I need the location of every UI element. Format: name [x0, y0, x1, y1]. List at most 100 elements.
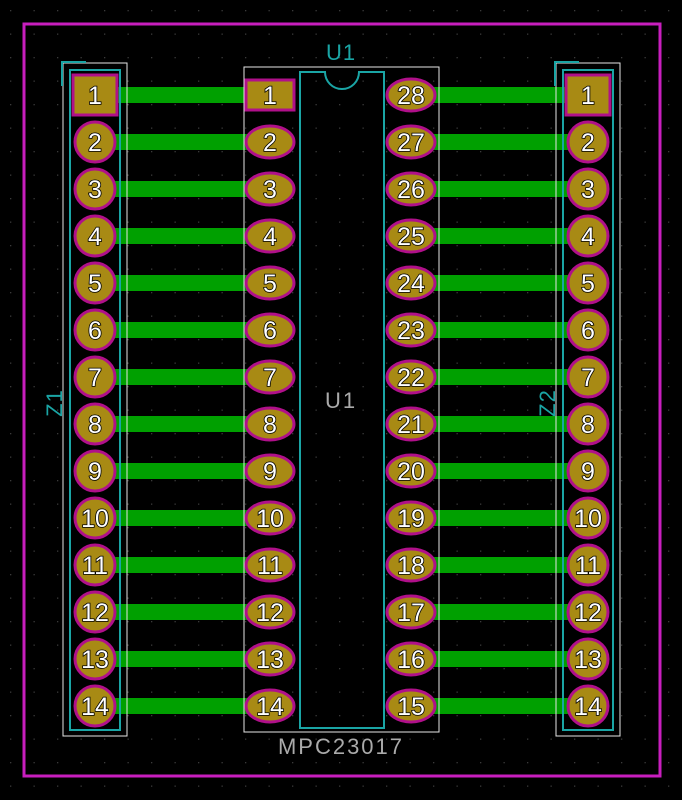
z1-pad-12: 12 [73, 590, 117, 634]
z2-pad-9-shape [566, 449, 610, 493]
u1-pad-25-number: 25 [397, 223, 425, 251]
z2-pad-4-number: 4 [581, 223, 595, 251]
z2-pad-14: 14 [566, 684, 610, 728]
z1-reference: Z1 [42, 389, 67, 417]
z2-pad-3: 3 [566, 167, 610, 211]
u1-pad-16: 16 [385, 641, 437, 677]
u1-pad-24: 24 [385, 265, 437, 301]
u1-pad-23-shape [385, 312, 437, 348]
u1-pad-28-number: 28 [397, 82, 425, 110]
z1-pad-6-number: 6 [88, 317, 102, 345]
z2-pad-10: 10 [566, 496, 610, 540]
u1-pad-4-number: 4 [263, 223, 277, 251]
z1-pad-8: 8 [73, 402, 117, 446]
u1-pad-14-shape [244, 688, 296, 724]
z2-pad-2-shape [566, 120, 610, 164]
u1-pad-1: 1 [244, 78, 296, 112]
z2-pad-8-number: 8 [581, 411, 595, 439]
z2-pad-11-shape [566, 543, 610, 587]
z1-pad-7-number: 7 [88, 364, 102, 392]
u1-pad-7-number: 7 [263, 364, 277, 392]
u1-pad-7-shape [244, 359, 296, 395]
z2-pad-6: 6 [566, 308, 610, 352]
u1-pad-9: 9 [244, 453, 296, 489]
z2-pad-8-shape [566, 402, 610, 446]
z2-pad-1: 1 [564, 73, 612, 117]
z1-pad-2-shape [73, 120, 117, 164]
u1-pad-17-number: 17 [397, 599, 425, 627]
z1-pad-1-shape [71, 73, 119, 117]
u1-pad-24-shape [385, 265, 437, 301]
u1-pad-1-shape [244, 78, 296, 112]
z2-pin1-marker [554, 61, 579, 86]
u1-pad-22: 22 [385, 359, 437, 395]
u1-pad-7: 7 [244, 359, 296, 395]
z2-pad-7-shape [566, 355, 610, 399]
z1-pad-13-number: 13 [81, 646, 109, 674]
u1-pad-15-number: 15 [397, 693, 425, 721]
z1-pad-7-shape [73, 355, 117, 399]
z2-pad-12: 12 [566, 590, 610, 634]
u1-pad-5-shape [244, 265, 296, 301]
z1-silkscreen-outline [69, 69, 121, 731]
u1-reference-top: U1 [326, 40, 356, 65]
u1-pad-8: 8 [244, 406, 296, 442]
z2-pad-5-shape [566, 261, 610, 305]
u1-pad-25-shape [385, 218, 437, 254]
z2-pad-1-number: 1 [581, 82, 595, 110]
u1-pad-4: 4 [244, 218, 296, 254]
z2-pad-2: 2 [566, 120, 610, 164]
z2-pad-5: 5 [566, 261, 610, 305]
u1-pad-21-shape [385, 406, 437, 442]
u1-pad-21: 21 [385, 406, 437, 442]
u1-pad-9-shape [244, 453, 296, 489]
u1-pad-8-shape [244, 406, 296, 442]
u1-pad-27-number: 27 [397, 129, 425, 157]
u1-pad-27-shape [385, 124, 437, 160]
z1-pad-3-number: 3 [88, 176, 102, 204]
u1-pad-20: 20 [385, 453, 437, 489]
z2-pad-12-shape [566, 590, 610, 634]
z1-pad-8-shape [73, 402, 117, 446]
u1-pad-12-number: 12 [256, 599, 284, 627]
z1-pad-14: 14 [73, 684, 117, 728]
z2-silkscreen-outline [562, 69, 614, 731]
u1-pad-18-number: 18 [397, 552, 425, 580]
z1-pad-1-number: 1 [88, 82, 102, 110]
u1-silkscreen-body [299, 71, 385, 729]
z1-pad-5: 5 [73, 261, 117, 305]
u1-pad-20-shape [385, 453, 437, 489]
z2-pad-13-shape [566, 637, 610, 681]
u1-pad-11-number: 11 [257, 552, 283, 580]
z2-pad-10-shape [566, 496, 610, 540]
u1-pad-6-shape [244, 312, 296, 348]
u1-pad-12: 12 [244, 594, 296, 630]
z1-pad-4-shape [73, 214, 117, 258]
u1-pad-14: 14 [244, 688, 296, 724]
z2-pad-3-number: 3 [581, 176, 595, 204]
z1-pad-2-number: 2 [88, 129, 102, 157]
z2-pad-1-shape [564, 73, 612, 117]
u1-pad-16-shape [385, 641, 437, 677]
board-edge-cuts [22, 22, 662, 778]
u1-pad-3-shape [244, 171, 296, 207]
u1-pad-11: 11 [244, 547, 296, 583]
z2-pad-2-number: 2 [581, 129, 595, 157]
z2-pad-6-number: 6 [581, 317, 595, 345]
z1-pad-8-number: 8 [88, 411, 102, 439]
z1-pad-12-number: 12 [81, 599, 109, 627]
z1-pad-13-shape [73, 637, 117, 681]
z1-pad-3: 3 [73, 167, 117, 211]
u1-pad-19-number: 19 [397, 505, 425, 533]
z1-pad-2: 2 [73, 120, 117, 164]
z2-pad-4: 4 [566, 214, 610, 258]
u1-pad-13: 13 [244, 641, 296, 677]
u1-pad-22-number: 22 [397, 364, 425, 392]
u1-pad-10: 10 [244, 500, 296, 536]
u1-pad-26: 26 [385, 171, 437, 207]
z1-pad-10: 10 [73, 496, 117, 540]
z2-pad-10-number: 10 [574, 505, 602, 533]
u1-pad-1-number: 1 [263, 82, 277, 110]
z2-pad-5-number: 5 [581, 270, 595, 298]
z2-pad-11-number: 11 [575, 552, 601, 580]
